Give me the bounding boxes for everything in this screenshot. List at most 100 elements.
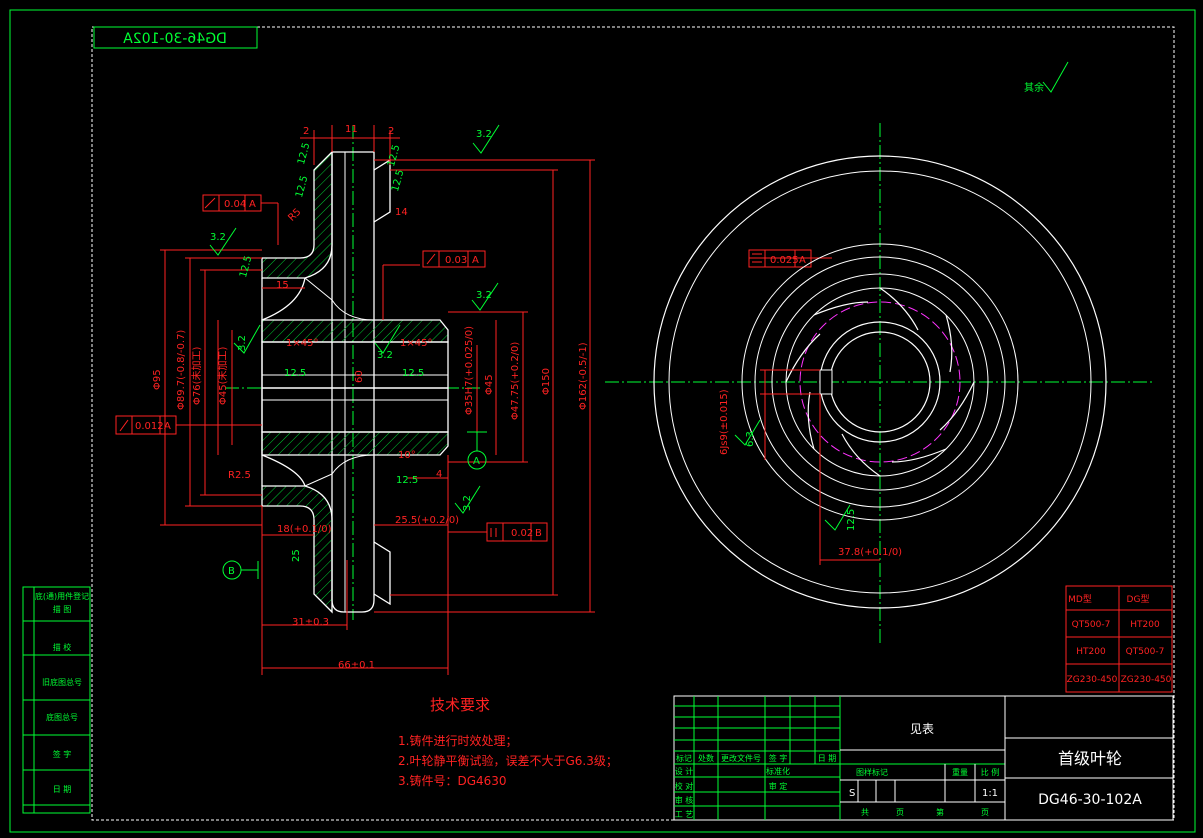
tol-003-datum: A: [472, 255, 479, 266]
dim-14: 14: [395, 207, 408, 218]
scale-label: 比 例: [981, 767, 1000, 777]
material-table: MD型 DG型 QT500-7 HT200 HT200 QT500-7 ZG23…: [1065, 585, 1173, 693]
part-name: 首级叶轮: [1058, 749, 1122, 768]
mat-r2c1: ZG230-450: [1121, 675, 1172, 685]
tol-002-datum: B: [535, 528, 542, 539]
ra-32-4: 3.2: [237, 335, 248, 351]
lb-3: 旧底图总号: [42, 677, 82, 687]
mat-r0c1: HT200: [1130, 620, 1160, 630]
dim-2a: 2: [303, 126, 309, 137]
tol-0025-datum: A: [799, 255, 806, 266]
lb-4: 底图总号: [46, 712, 78, 722]
drawing-number-mirrored: DG46-30-102A: [123, 31, 227, 47]
sign-mid-1: 审 定: [769, 781, 788, 791]
dim-60: 60: [354, 370, 365, 383]
ra-125-6: 12.5: [284, 368, 306, 379]
inner-frame: [91, 26, 1175, 821]
mat-h1: DG型: [1127, 594, 1150, 605]
left-sign-block: 底(通)用件登记 描 图 描 校 旧底图总号 底图总号 签 字 日 期: [22, 586, 91, 814]
dim-255: 25.5(+0.2/0): [395, 515, 459, 526]
sign-1: 校 对: [675, 781, 694, 791]
stage-label: 图样标记: [856, 767, 888, 777]
dim-2b: 2: [388, 126, 394, 137]
material-field: 见表: [910, 722, 934, 736]
stage-value: S: [849, 788, 855, 799]
mat-h0: MD型: [1068, 594, 1092, 605]
rev-h2: 更改文件号: [721, 753, 761, 763]
sheet-unit: 页: [896, 808, 904, 817]
datum-a-label: A: [473, 456, 480, 467]
sign-2: 审 核: [675, 795, 694, 805]
drawing-number: DG46-30-102A: [1038, 792, 1142, 808]
dim-d162: Φ162(-0.5/-1): [578, 342, 589, 410]
ra-125-2: 12.5: [386, 144, 402, 168]
ra-125-front: 12.5: [846, 509, 857, 531]
sheet-no: 第: [936, 807, 944, 817]
ra-125-3: 12.5: [294, 175, 310, 199]
weight-label: 重量: [952, 767, 968, 777]
datum-b-label: B: [228, 566, 235, 577]
rev-h1: 处数: [698, 753, 714, 763]
scale-value: 1:1: [982, 788, 998, 799]
outer-frame: [9, 9, 1196, 833]
ra-32-6: 3.2: [462, 495, 473, 511]
tech-req-line-2: 2.叶轮静平衡试验，误差不大于G6.3级；: [398, 753, 618, 768]
rev-h3: 签 字: [769, 753, 788, 763]
dim-r25: R2.5: [228, 470, 251, 481]
ra-32-5: 3.2: [377, 350, 393, 361]
dim-10deg: 10°: [398, 450, 416, 461]
dim-d47: Φ47.75(+0.2/0): [510, 342, 521, 420]
dim-chamfer-left: 1×45°: [286, 338, 318, 349]
dim-chamfer-right: 1×45°: [400, 338, 432, 349]
hatch-hub-bottom: [261, 431, 449, 456]
dim-31: 31±0.3: [292, 617, 329, 628]
dim-11: 11: [345, 124, 358, 135]
tech-requirements: 技术要求 1.铸件进行时效处理； 2.叶轮静平衡试验，误差不大于G6.3级； 3…: [398, 696, 618, 788]
section-view: 2 11 2 14 15 1×45° 1×45° 60 4 10° R2.5 R…: [115, 61, 1069, 675]
ra-32-2: 3.2: [210, 232, 226, 243]
tech-req-line-1: 1.铸件进行时效处理；: [398, 733, 517, 748]
dim-66: 66±0.1: [338, 660, 375, 671]
rev-h0: 标记: [676, 753, 692, 763]
dim-18: 18(+0.1/0): [277, 524, 332, 535]
tol-004-value: 0.04: [224, 199, 246, 210]
ra-125-8: 12.5: [396, 475, 418, 486]
mat-r1c1: QT500-7: [1126, 647, 1165, 657]
tol-0012-datum: A: [164, 421, 171, 432]
sheet-total: 共: [861, 808, 869, 817]
other-surface-label: 其余: [1024, 81, 1044, 94]
title-block: 标记 处数 更改文件号 签 字 日 期 设 计 校 对 审 核 工 艺 标准化 …: [673, 695, 1174, 821]
ra-125-7: 12.5: [402, 368, 424, 379]
front-view: 6Js9(±0.015) 37.8(+0.1/0) 6.3 12.5: [605, 123, 1155, 645]
ra-32-1: 3.2: [476, 129, 492, 140]
sign-mid-0: 标准化: [766, 766, 790, 776]
dim-d76: Φ76(未加工): [191, 347, 203, 405]
ra-32-3: 3.2: [476, 290, 492, 301]
dim-15: 15: [276, 280, 289, 291]
mat-r2c0: ZG230-450: [1067, 675, 1118, 685]
ra-125-1: 12.5: [296, 142, 312, 166]
lb-5: 签 字: [53, 749, 72, 759]
dim-4: 4: [436, 469, 442, 480]
hatch-shroud-bottom: [261, 485, 333, 614]
ra-125-4: 12.5: [390, 169, 406, 193]
dim-d150: Φ150: [541, 368, 552, 395]
rev-h4: 日 期: [818, 754, 837, 763]
lb-1: 描 图: [53, 604, 72, 614]
dim-378: 37.8(+0.1/0): [838, 547, 902, 558]
tol-0012-value: 0.012: [135, 421, 164, 432]
tech-req-title: 技术要求: [430, 696, 490, 714]
sign-3: 工 艺: [675, 810, 694, 819]
drawing-number-box: [93, 26, 258, 49]
mat-r1c0: HT200: [1076, 647, 1106, 657]
tol-004-datum: A: [249, 199, 256, 210]
dim-d45: Φ45: [484, 374, 495, 395]
dim-r5: R5: [286, 207, 303, 224]
dim-d45s: Φ45(未加工): [217, 347, 229, 405]
sign-0: 设 计: [675, 766, 694, 776]
dim-d89: Φ89.7(-0.8/-0.7): [176, 330, 187, 410]
lb-2: 描 校: [53, 642, 72, 652]
tol-003-value: 0.03: [445, 255, 467, 266]
ra-25: 25: [291, 549, 302, 562]
